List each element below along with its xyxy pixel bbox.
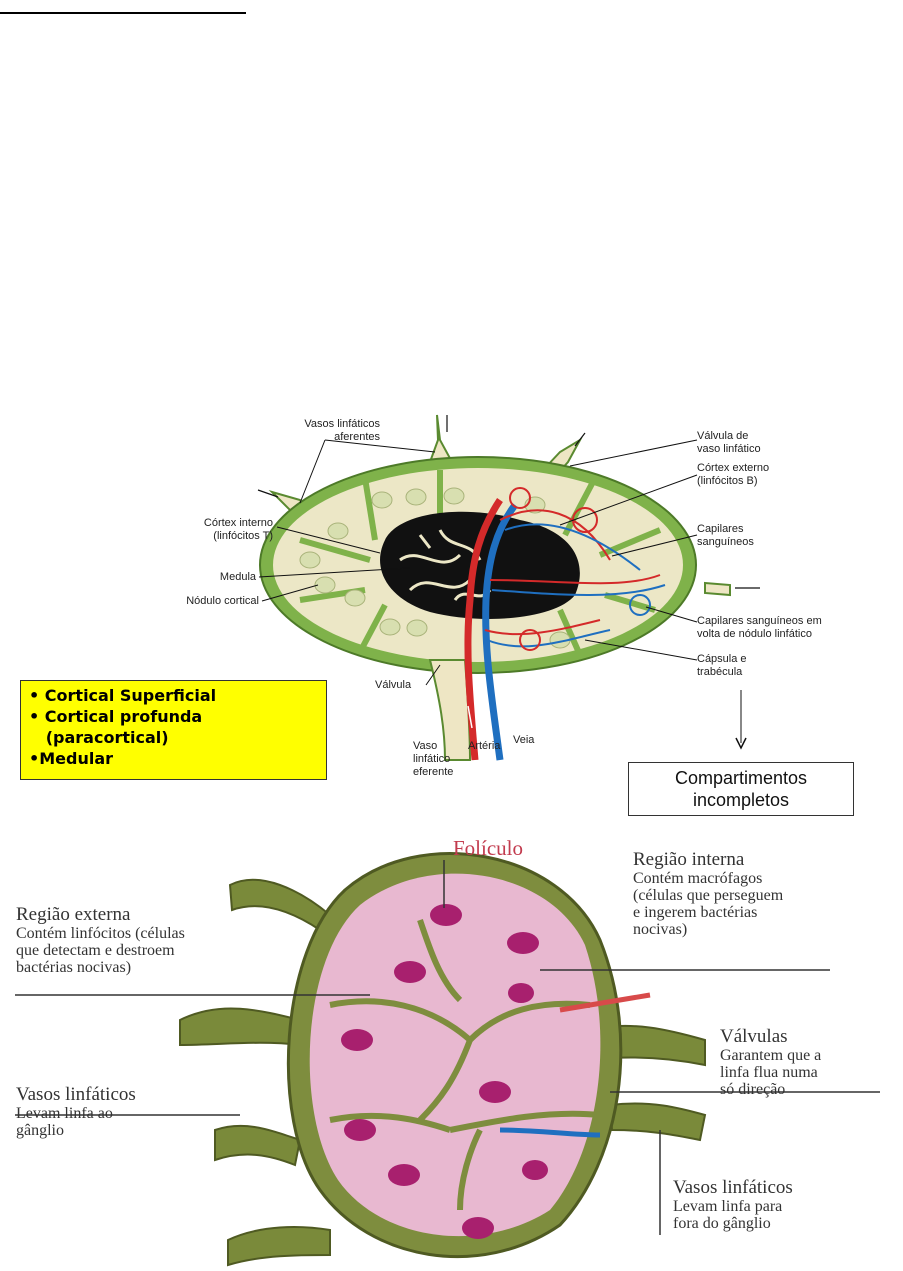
label-vessels-in-title: Vasos linfáticos xyxy=(16,1084,136,1105)
label-vessels-out-title: Vasos linfáticos xyxy=(673,1177,793,1198)
artery-arrow xyxy=(467,705,473,729)
down-arrow xyxy=(735,737,747,750)
compartments-line1: Compartimentos xyxy=(674,768,808,788)
label-capillaries-around-nodule: Capilares sanguíneos em volta de nódulo … xyxy=(697,615,822,640)
label-efferent-vessel: Vaso linfático eferente xyxy=(413,740,454,778)
blood-vessel-red xyxy=(559,992,651,1013)
nuclei xyxy=(341,904,548,1239)
leader-lines-2 xyxy=(15,860,880,1235)
label-vein: Veia xyxy=(513,734,535,746)
follicles xyxy=(299,487,571,649)
lymph-node-diagram: Vasos linfáticos aferentes Válvula de va… xyxy=(186,414,822,778)
top-rule xyxy=(0,12,246,14)
label-outer-region-text: Contém linfócitos (células que detectam … xyxy=(16,925,185,976)
regions-box: • Cortical Superficial • Cortical profun… xyxy=(20,680,327,780)
label-valve: Válvula xyxy=(375,679,412,691)
arrow-in-2 xyxy=(574,432,586,447)
region-item: •Medular xyxy=(29,749,114,768)
artery xyxy=(464,498,503,761)
region-item: (paracortical) xyxy=(29,728,169,747)
label-afferent-vessels: Vasos linfáticos aferentes xyxy=(304,418,380,443)
afferent-vessel-top xyxy=(428,414,454,463)
label-cortical-nodule: Nódulo cortical xyxy=(186,595,259,607)
afferent-vessel-right2 xyxy=(704,581,731,597)
region-item: • Cortical profunda xyxy=(29,707,203,726)
leader-lines xyxy=(258,439,742,743)
label-inner-cortex: Córtex interno (linfócitos T) xyxy=(203,517,273,542)
capillaries xyxy=(484,487,666,651)
arrow-in-3 xyxy=(257,489,279,498)
lymph-node-drawing xyxy=(257,414,760,761)
label-inner-region-title: Região interna xyxy=(633,849,745,870)
label-follicle: Folículo xyxy=(453,836,524,860)
label-valves-text: Garantem que a linfa flua numa só direçã… xyxy=(720,1047,822,1098)
lymph-node-illustration: Folículo Região externa Contém linfócito… xyxy=(0,830,903,1271)
blood-vessel-blue xyxy=(499,1127,601,1138)
label-outer-cortex: Córtex externo (linfócitos B) xyxy=(697,462,770,487)
compartments-line2: incompletos xyxy=(692,790,790,810)
label-outer-region-title: Região externa xyxy=(16,904,131,925)
label-vessels-out-text: Levam linfa para fora do gânglio xyxy=(673,1198,783,1232)
region-item: • Cortical Superficial xyxy=(29,686,217,705)
label-inner-region-text: Contém macrófagos (células que perseguem… xyxy=(633,870,784,938)
label-artery: Artéria xyxy=(468,740,501,752)
node-tissue xyxy=(309,873,601,1237)
vein xyxy=(482,502,518,761)
lymph-node-illustration-drawing xyxy=(15,852,880,1267)
label-valve-of-vessel: Válvula de vaso linfático xyxy=(697,430,761,455)
label-capsule-trabecula: Cápsula e trabécula xyxy=(697,653,747,678)
label-blood-capillaries: Capilares sanguíneos xyxy=(697,523,754,548)
trabeculae-2 xyxy=(329,919,601,1211)
label-medulla: Medula xyxy=(219,571,256,583)
label-valves-title: Válvulas xyxy=(720,1026,788,1047)
label-vessels-in-text: Levam linfa ao gânglio xyxy=(16,1105,113,1139)
compartments-box: Compartimentos incompletos xyxy=(628,762,854,816)
vein-arrow xyxy=(499,711,506,737)
